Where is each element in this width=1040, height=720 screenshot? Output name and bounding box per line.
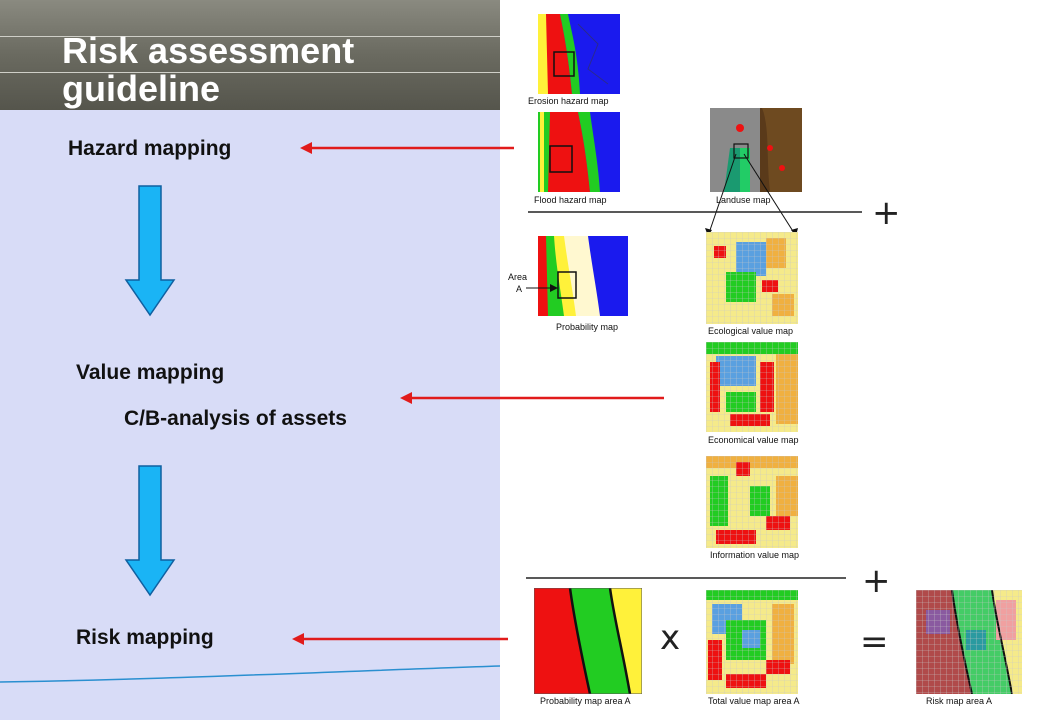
- landuse-map: [710, 108, 802, 192]
- plus-sign-2: +: [862, 561, 891, 601]
- slide-title: Risk assessment guideline: [62, 30, 355, 109]
- caption-landuse: Landuse map: [716, 195, 771, 205]
- caption-total-value: Total value map area A: [708, 696, 800, 706]
- red-arrow-hazard-icon: [300, 142, 514, 154]
- equals-sign: =: [860, 622, 889, 662]
- caption-information: Information value map: [710, 550, 800, 560]
- caption-probability: Probability map: [556, 322, 619, 332]
- landuse-connector-lines: [705, 153, 798, 237]
- title-divider-bottom: [0, 72, 500, 73]
- caption-ecological: Ecological value map: [708, 326, 794, 336]
- plus-sign-1: +: [872, 193, 901, 233]
- probability-map: [538, 236, 628, 316]
- title-divider-top: [0, 36, 500, 37]
- area-pointer-icon: [526, 284, 558, 292]
- left-panel: [0, 0, 500, 720]
- red-arrow-risk-icon: [292, 633, 508, 645]
- caption-prob-area: Probability map area A: [540, 696, 631, 706]
- caption-erosion: Erosion hazard map: [528, 96, 609, 106]
- caption-risk-area: Risk map area A: [926, 696, 993, 706]
- caption-flood: Flood hazard map: [534, 195, 607, 205]
- step-cb-analysis: C/B-analysis of assets: [124, 407, 347, 430]
- step-value-mapping: Value mapping: [76, 361, 225, 384]
- times-sign: x: [660, 618, 681, 658]
- flood-hazard-map: [538, 112, 620, 192]
- decorative-curve: [0, 665, 500, 683]
- risk-map-area-a: [916, 590, 1022, 694]
- separator-line-1: [528, 211, 862, 213]
- caption-area: Area: [508, 272, 528, 282]
- total-value-map-area-a: [706, 590, 798, 694]
- red-arrow-value-icon: [400, 392, 664, 404]
- probability-map-area-a: [534, 588, 642, 694]
- down-arrow-icon: [124, 185, 176, 317]
- caption-area-letter: A: [516, 284, 523, 294]
- title-band: [0, 0, 500, 110]
- information-value-map: [706, 456, 798, 548]
- economical-value-map: [706, 342, 798, 432]
- ecological-value-map: [706, 232, 798, 324]
- separator-line-2: [526, 577, 846, 579]
- step-risk-mapping: Risk mapping: [76, 626, 214, 649]
- caption-economical: Economical value map: [708, 435, 799, 445]
- step-hazard-mapping: Hazard mapping: [68, 137, 232, 160]
- down-arrow-icon: [124, 465, 176, 597]
- erosion-hazard-map: [538, 14, 620, 94]
